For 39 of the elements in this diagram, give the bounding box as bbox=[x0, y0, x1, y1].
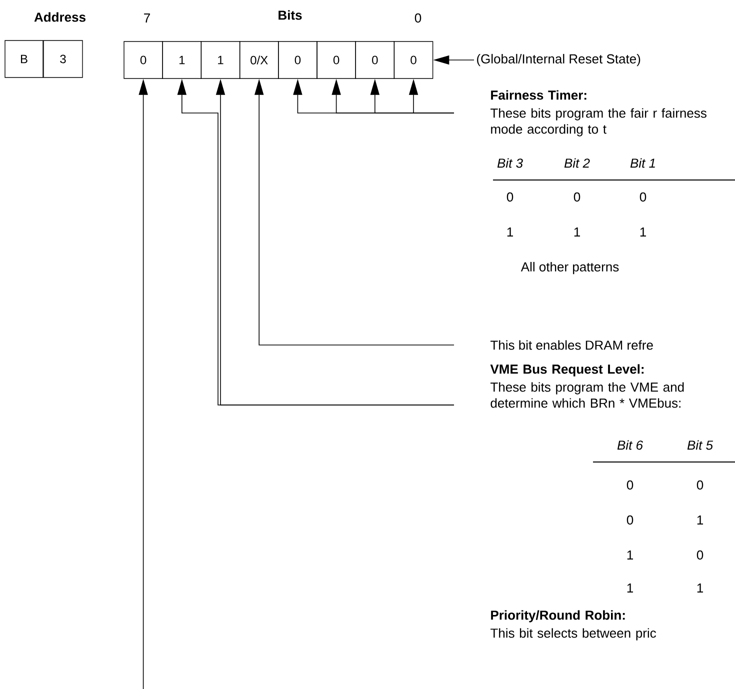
table-cell: 0 bbox=[696, 550, 704, 560]
register-cell: 0 bbox=[394, 41, 434, 79]
description-text: Fairness Timer: These bits program the fair r fairness mode according to t bbox=[490, 90, 706, 136]
heading-label: Address bbox=[34, 12, 86, 22]
table-header: Bit 6 bbox=[617, 440, 643, 450]
description-text: (Global/Internal Reset State) bbox=[477, 54, 640, 66]
table-cell: 0 bbox=[696, 480, 704, 490]
description-text: This bit enables DRAM refre bbox=[490, 340, 653, 350]
register-cell: 0 bbox=[355, 41, 395, 79]
table-cell: 1 bbox=[640, 228, 646, 236]
table-cell: 1 bbox=[697, 584, 703, 592]
table-cell: 0 bbox=[640, 192, 646, 202]
register-cell: 3 bbox=[43, 40, 83, 78]
table-header: Bit 1 bbox=[630, 158, 655, 168]
register-cell: 0 bbox=[316, 41, 356, 79]
bit-number: 0 bbox=[414, 13, 422, 23]
description-text: Priority/Round Robin: This bit selects between pric bbox=[490, 610, 656, 640]
register-cell: 0 bbox=[278, 41, 318, 79]
heading-label: Bits bbox=[278, 10, 302, 20]
table-cell: 0 bbox=[626, 480, 634, 490]
table-header: Bit 5 bbox=[687, 440, 714, 450]
table-cell: 1 bbox=[574, 228, 580, 236]
table-cell: 1 bbox=[697, 516, 703, 524]
description-text: VME Bus Request Level: These bits program the VME and determine which BRn * VMEbus: bbox=[490, 364, 684, 408]
table-cell: 0 bbox=[626, 515, 634, 525]
table-header: Bit 3 bbox=[497, 158, 523, 168]
register-cell: 1 bbox=[162, 41, 202, 79]
table-header: Bit 2 bbox=[564, 158, 590, 168]
table-cell: 0 bbox=[574, 192, 580, 202]
register-cell: B bbox=[4, 40, 44, 78]
table-cell: 0 bbox=[506, 192, 514, 202]
bit-number: 7 bbox=[144, 14, 150, 22]
register-cell: 0/X bbox=[239, 41, 279, 79]
table-cell: All other patterns bbox=[520, 262, 619, 274]
table-cell: 1 bbox=[507, 228, 513, 236]
register-cell: 0 bbox=[124, 41, 163, 79]
register-cell: 1 bbox=[200, 41, 240, 79]
table-cell: 1 bbox=[627, 584, 633, 592]
table-cell: 1 bbox=[627, 550, 633, 560]
